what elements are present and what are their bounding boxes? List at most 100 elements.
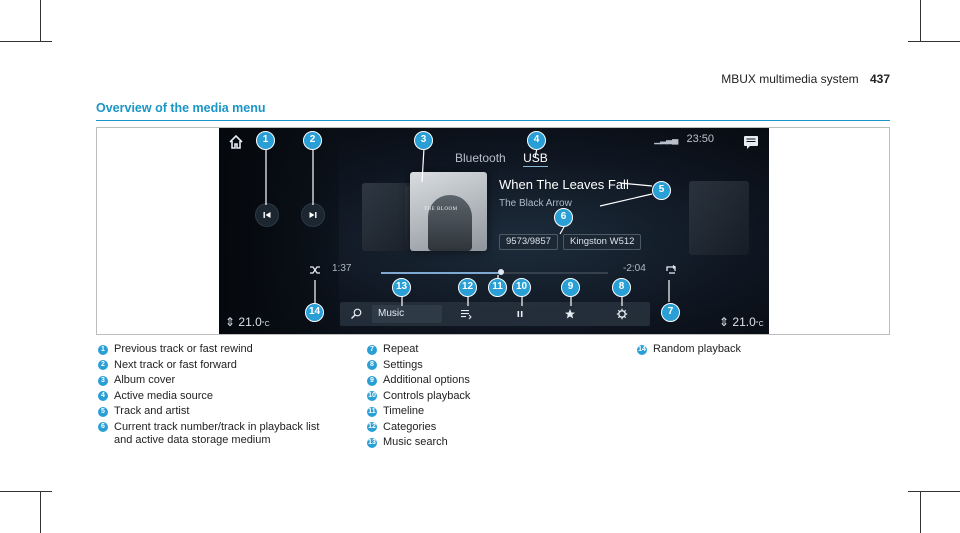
crop-mark <box>40 0 41 42</box>
legend-number: 5 <box>98 406 108 417</box>
temperature-unit: °C <box>261 321 270 328</box>
timeline-fill <box>381 272 502 274</box>
callout-7: 7 <box>661 303 680 322</box>
crop-mark <box>40 491 41 533</box>
legend-text: Random playback <box>653 343 742 355</box>
legend-item: 14 Random playback <box>637 343 741 356</box>
adjacent-album-cover[interactable] <box>362 183 412 251</box>
star-icon[interactable] <box>564 308 576 320</box>
legend-number: 4 <box>98 391 108 401</box>
side-panel <box>219 128 339 334</box>
legend-text: Categories <box>383 420 437 433</box>
pause-icon[interactable] <box>514 308 526 320</box>
legend-item: 12 Categories <box>367 421 470 434</box>
status-time: 23:50 <box>686 133 714 145</box>
legend-item: 8 Settings <box>367 359 470 372</box>
music-search-field[interactable]: Music <box>372 305 442 323</box>
crop-mark <box>0 41 52 42</box>
section-rule <box>96 120 890 121</box>
storage-medium[interactable]: Kingston W512 <box>563 234 642 250</box>
legend-number: 1 <box>98 344 108 355</box>
previous-icon <box>263 212 271 218</box>
signal-icon: ▁▂▃▄ <box>654 134 678 144</box>
legend-column-3: 14 Random playback <box>637 343 741 359</box>
temperature-unit: °C <box>755 321 764 328</box>
crop-mark <box>908 41 960 42</box>
temperature-right[interactable]: ⇕ 21.0°C <box>719 315 764 329</box>
legend-number: 3 <box>98 375 108 386</box>
temperature-arrows-icon: ⇕ <box>719 315 730 329</box>
media-source-tabs: Bluetooth USB <box>455 151 562 167</box>
settings-icon[interactable] <box>616 308 628 320</box>
legend-text: Next track or fast forward <box>114 358 237 371</box>
callout-9: 9 <box>561 278 580 297</box>
callout-12: 12 <box>458 278 477 297</box>
categories-icon[interactable] <box>460 308 472 320</box>
legend-text: Album cover <box>114 374 176 386</box>
legend-number: 11 <box>367 406 377 417</box>
legend-text: Timeline <box>383 405 425 417</box>
legend-item: 5 Track and artist <box>98 405 319 418</box>
crop-mark <box>920 0 921 42</box>
legend-text: Controls playback <box>383 389 471 402</box>
status-bar: ▁▂▃▄ 23:50 <box>654 133 714 145</box>
adjacent-album-cover[interactable] <box>689 181 749 255</box>
tab-bluetooth[interactable]: Bluetooth <box>455 151 506 165</box>
album-cover[interactable]: THE BLOOM <box>410 172 487 251</box>
page-header: MBUX multimedia system 437 <box>721 72 890 86</box>
legend-number: 8 <box>367 360 377 370</box>
callout-8: 8 <box>612 278 631 297</box>
legend-item: 10 Controls playback <box>367 390 470 403</box>
home-icon[interactable] <box>228 134 244 150</box>
next-icon <box>309 212 317 218</box>
crop-mark <box>0 491 52 492</box>
legend-item: 4 Active media source <box>98 390 319 403</box>
callout-11: 11 <box>488 278 507 297</box>
callout-5: 5 <box>652 181 671 200</box>
legend-text: Track and artist <box>114 405 190 417</box>
callout-4: 4 <box>527 131 546 150</box>
legend-text: Repeat <box>383 343 419 355</box>
legend-number: 13 <box>367 437 377 448</box>
repeat-icon[interactable] <box>665 264 677 276</box>
search-icon[interactable] <box>350 308 362 320</box>
legend-number: 7 <box>367 344 377 355</box>
track-counter: 9573/9857 <box>499 234 558 250</box>
timeline[interactable] <box>381 269 608 275</box>
legend-text: Active media source <box>114 389 214 402</box>
callout-10: 10 <box>512 278 531 297</box>
temperature-arrows-icon: ⇕ <box>225 315 236 329</box>
legend-number: 14 <box>637 344 647 355</box>
legend-text: Settings <box>383 358 423 371</box>
section-title: Overview of the media menu <box>96 101 266 115</box>
legend-text: Previous track or fast rewind <box>114 343 253 355</box>
timeline-handle[interactable] <box>498 269 505 275</box>
legend-item: 11 Timeline <box>367 405 470 418</box>
manual-section-name: MBUX multimedia system <box>721 72 859 86</box>
album-cover-text: THE BLOOM <box>424 207 458 212</box>
legend-number: 12 <box>367 422 377 432</box>
media-screen: ▁▂▃▄ 23:50 Bluetooth USB THE BLOOM When … <box>219 128 769 334</box>
message-icon[interactable] <box>743 135 759 149</box>
legend-number: 10 <box>367 391 377 401</box>
crop-mark <box>908 491 960 492</box>
legend-text: Current track number/track in playback l… <box>114 420 320 446</box>
legend-item: 3 Album cover <box>98 374 319 387</box>
legend-item: 1 Previous track or fast rewind <box>98 343 319 356</box>
callout-2: 2 <box>303 131 322 150</box>
track-artist: The Black Arrow <box>499 198 572 209</box>
next-track-button[interactable] <box>301 203 325 227</box>
shuffle-icon[interactable] <box>309 264 321 276</box>
album-art-figure <box>428 195 472 251</box>
temperature-left[interactable]: ⇕ 21.0°C <box>225 315 270 329</box>
callout-6: 6 <box>554 208 573 227</box>
previous-track-button[interactable] <box>255 203 279 227</box>
track-title: When The Leaves Fall <box>499 177 629 192</box>
